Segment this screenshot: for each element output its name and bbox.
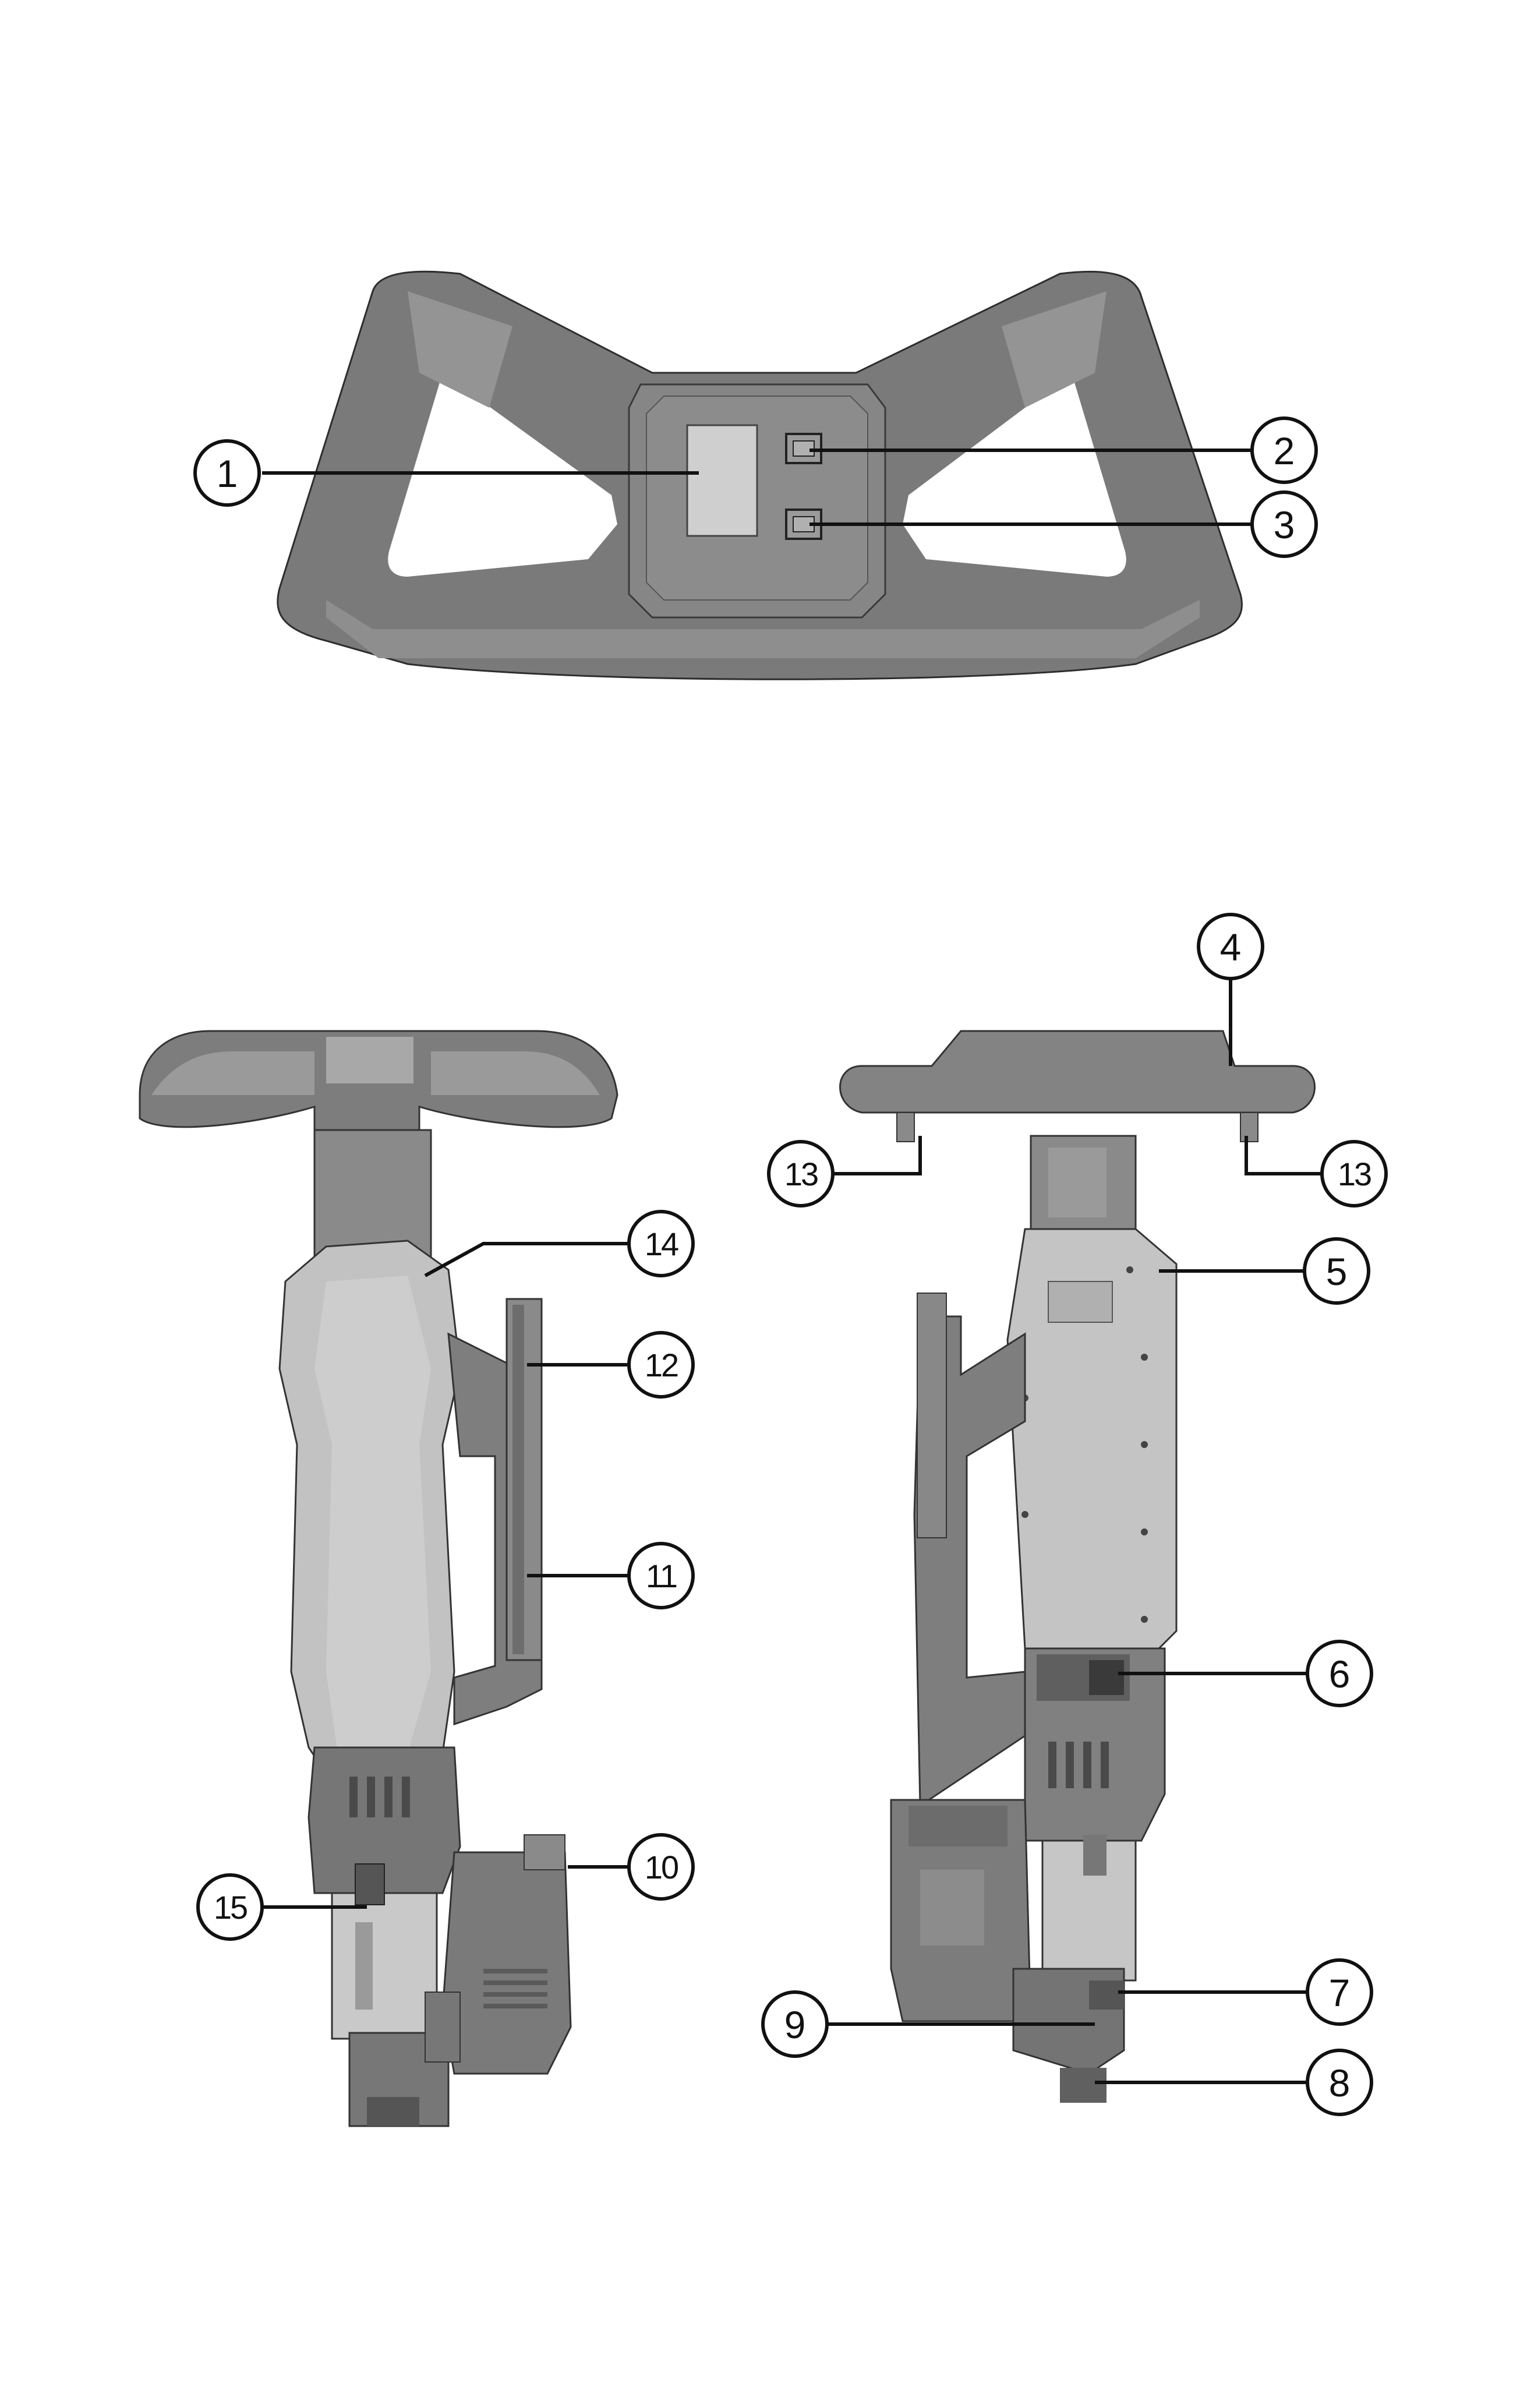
callout-5-label: 5 [1326, 1250, 1348, 1293]
callout-13-left: 13 [767, 1140, 835, 1207]
leader-lines [262, 449, 1322, 2084]
handle-top-view [277, 270, 1243, 680]
callout-8: 8 [1306, 2049, 1373, 2116]
callout-2: 2 [1250, 416, 1318, 484]
callout-7: 7 [1306, 1958, 1373, 2026]
tool-front-view [139, 1030, 618, 2127]
callout-5: 5 [1303, 1237, 1370, 1305]
callout-3: 3 [1250, 490, 1318, 558]
callout-4: 4 [1197, 913, 1264, 980]
callout-6: 6 [1306, 1640, 1373, 1707]
callout-8-label: 8 [1329, 2061, 1351, 2105]
callout-14-label: 14 [645, 1226, 678, 1262]
callout-2-label: 2 [1274, 429, 1295, 472]
callout-15: 15 [196, 1873, 264, 1941]
callout-10-label: 10 [645, 1849, 678, 1886]
callout-9-label: 9 [784, 2003, 806, 2046]
callout-14: 14 [627, 1210, 695, 1277]
callout-1-label: 1 [217, 452, 238, 495]
callout-10: 10 [627, 1833, 695, 1901]
front-battery [441, 1851, 572, 2075]
callout-12-label: 12 [645, 1347, 678, 1383]
tool-side-view [839, 1030, 1316, 2103]
callout-15-label: 15 [214, 1889, 247, 1926]
callout-7-label: 7 [1329, 1971, 1351, 2014]
callout-11-label: 11 [646, 1558, 677, 1594]
callout-11: 11 [627, 1542, 695, 1609]
side-handle-cap [839, 1030, 1316, 1114]
callout-3-label: 3 [1274, 503, 1295, 546]
display-screen [686, 424, 758, 537]
callout-6-label: 6 [1329, 1653, 1351, 1696]
callout-13-right: 13 [1320, 1140, 1388, 1207]
callout-13-left-label: 13 [784, 1156, 818, 1192]
callout-4-label: 4 [1220, 926, 1242, 969]
callouts: 1 2 3 4 5 6 7 8 [193, 416, 1388, 2116]
front-cylinder [331, 1892, 438, 2040]
side-knob [1089, 1660, 1124, 1695]
callout-1: 1 [193, 439, 261, 507]
callout-12: 12 [627, 1331, 695, 1399]
front-neck [313, 1129, 432, 1259]
callout-13-right-label: 13 [1338, 1156, 1371, 1192]
callout-9: 9 [761, 1990, 829, 2058]
